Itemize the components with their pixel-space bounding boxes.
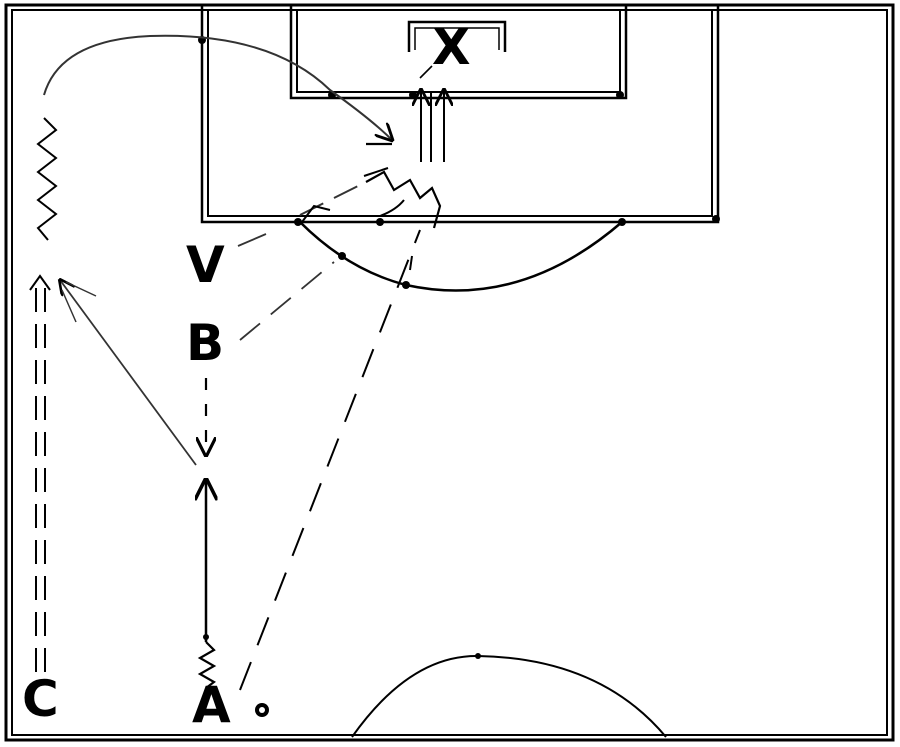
- penalty-box: [198, 5, 720, 226]
- run-a-to-box: [239, 229, 421, 691]
- pass-to-c: [60, 280, 197, 466]
- cross-to-goal: [43, 34, 392, 140]
- penalty-arc: [299, 221, 623, 292]
- final-runs-to-x: [420, 65, 444, 162]
- label-c: C: [22, 670, 59, 728]
- ball-icon: [255, 703, 269, 717]
- run-a-forward: [200, 480, 214, 689]
- label-b: B: [186, 314, 224, 372]
- run-v-diagonal: [237, 233, 267, 247]
- label-x: X: [432, 18, 471, 76]
- field-boundary: [4, 3, 895, 742]
- dribble-c: [36, 117, 58, 241]
- run-c-forward: [29, 274, 51, 672]
- label-v: V: [186, 236, 225, 294]
- goal-area: [289, 5, 628, 100]
- label-a: A: [192, 676, 231, 734]
- dribble-near-box: [365, 170, 442, 229]
- center-circle-arc: [351, 654, 667, 738]
- goalkeeper-bracket: [407, 20, 507, 52]
- pass-b-diagonal: [239, 261, 335, 341]
